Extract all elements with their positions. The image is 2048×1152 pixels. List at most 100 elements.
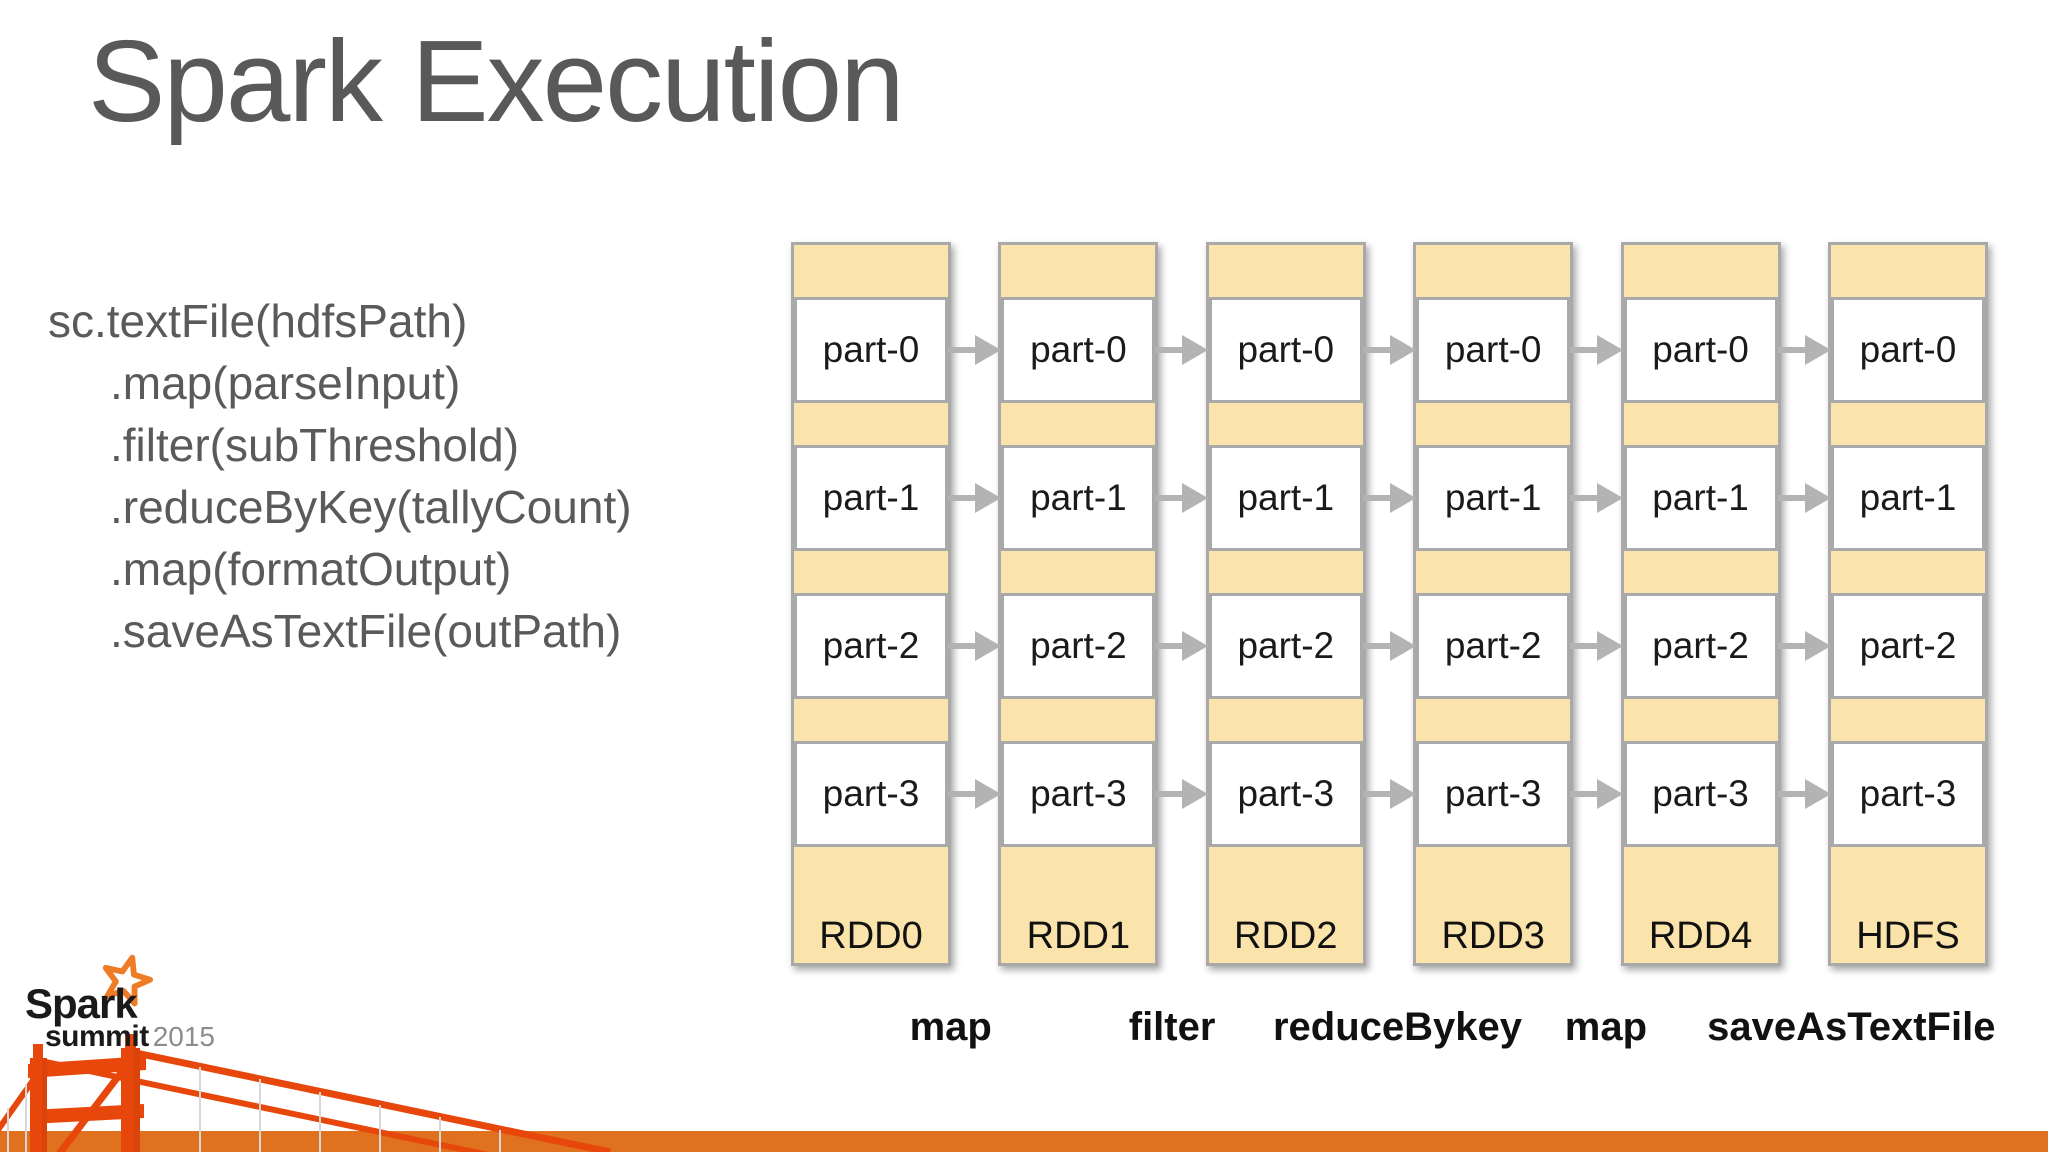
- logo-sub-text: summit: [45, 1020, 149, 1053]
- code-line: .filter(subThreshold): [110, 419, 520, 471]
- transformation-label: saveAsTextFile: [1707, 1005, 1996, 1049]
- column-spacer: [1416, 245, 1570, 297]
- column-footer: RDD2: [1209, 847, 1363, 963]
- rdd-column: part-0 part-1 part-2 part-3 RDD2: [1205, 242, 1366, 966]
- column-spacer: [1001, 403, 1155, 445]
- column-spacer: [1831, 245, 1985, 297]
- flow-arrow-icon: [948, 483, 1001, 513]
- partition-box: part-1: [1623, 445, 1778, 551]
- column-footer: HDFS: [1831, 847, 1985, 963]
- rdd-column-label: RDD4: [1648, 915, 1753, 957]
- column-footer: RDD4: [1624, 847, 1778, 963]
- column-spacer: [1831, 551, 1985, 593]
- partition-box: part-1: [1001, 445, 1156, 551]
- code-line: .map(formatOutput): [110, 543, 512, 595]
- code-line: .map(parseInput): [110, 357, 461, 409]
- partition-box: part-0: [1001, 297, 1156, 403]
- golden-gate-bridge-icon: [0, 1034, 611, 1152]
- column-spacer: [1831, 403, 1985, 445]
- partition-box: part-1: [1416, 445, 1571, 551]
- partition-box: part-0: [1830, 297, 1985, 403]
- partition-box: part-2: [1416, 593, 1571, 699]
- partition-box: part-0: [1416, 297, 1571, 403]
- column-footer: RDD1: [1001, 847, 1155, 963]
- code-line: sc.textFile(hdfsPath): [48, 295, 468, 347]
- flow-arrow-icon: [1777, 631, 1831, 661]
- column-spacer: [1001, 551, 1155, 593]
- flow-arrow-icon: [1777, 779, 1831, 809]
- flow-arrow-icon: [1362, 335, 1416, 365]
- partition-box: part-3: [1623, 741, 1778, 847]
- rdd-column-label: RDD0: [819, 915, 923, 957]
- column-spacer: [1831, 699, 1985, 741]
- flow-arrow-icon: [1777, 335, 1831, 365]
- column-spacer: [1209, 699, 1363, 741]
- partition-box: part-3: [794, 741, 948, 847]
- partition-box: part-1: [794, 445, 948, 551]
- column-spacer: [794, 551, 948, 593]
- partition-box: part-3: [1830, 741, 1985, 847]
- partition-box: part-2: [1830, 593, 1985, 699]
- flow-arrow-icon: [1155, 335, 1209, 365]
- code-line: .saveAsTextFile(outPath): [110, 605, 622, 657]
- column-spacer: [1624, 245, 1778, 297]
- flow-arrow-icon: [1362, 779, 1416, 809]
- partition-box: part-0: [1623, 297, 1778, 403]
- column-spacer: [794, 245, 948, 297]
- partition-box: part-2: [1208, 593, 1363, 699]
- column-spacer: [1624, 699, 1778, 741]
- partition-box: part-1: [1208, 445, 1363, 551]
- slide-title: Spark Execution: [88, 16, 905, 146]
- logo-year-text: 2015: [152, 1021, 215, 1052]
- column-spacer: [1209, 245, 1363, 297]
- logo-brand-text: Spark: [25, 980, 138, 1027]
- column-spacer: [1209, 551, 1363, 593]
- column-spacer: [794, 699, 948, 741]
- rdd-column-label: RDD1: [1026, 915, 1131, 957]
- partition-box: part-0: [794, 297, 948, 403]
- flow-arrow-icon: [948, 779, 1001, 809]
- star-icon: [102, 954, 154, 1007]
- transformation-label: filter: [1128, 1005, 1216, 1049]
- flow-arrow-icon: [1570, 335, 1624, 365]
- partition-box: part-2: [794, 593, 948, 699]
- flow-arrow-icon: [1155, 483, 1209, 513]
- bottom-bar: [0, 1131, 2048, 1152]
- column-spacer: [1209, 403, 1363, 445]
- transformation-label: reduceBykey: [1272, 1005, 1523, 1049]
- flow-arrow-icon: [948, 335, 1001, 365]
- column-footer: RDD0: [794, 847, 948, 963]
- flow-arrow-icon: [1570, 779, 1624, 809]
- flow-arrow-icon: [1155, 631, 1209, 661]
- column-footer: RDD3: [1416, 847, 1570, 963]
- flow-arrow-icon: [1362, 631, 1416, 661]
- flow-arrow-icon: [948, 631, 1001, 661]
- transformation-label: map: [1564, 1005, 1648, 1049]
- partition-box: part-2: [1001, 593, 1156, 699]
- partition-box: part-3: [1001, 741, 1156, 847]
- column-spacer: [1416, 403, 1570, 445]
- partition-box: part-0: [1208, 297, 1363, 403]
- column-spacer: [1416, 699, 1570, 741]
- rdd-column: part-0 part-1 part-2 part-3 RDD1: [998, 242, 1159, 966]
- rdd-column-label: HDFS: [1856, 915, 1960, 957]
- column-spacer: [1624, 403, 1778, 445]
- column-spacer: [1001, 699, 1155, 741]
- rdd-column: part-0 part-1 part-2 part-3 RDD0: [791, 242, 951, 966]
- flow-arrow-icon: [1777, 483, 1831, 513]
- rdd-column-label: RDD3: [1441, 915, 1545, 957]
- flow-arrow-icon: [1362, 483, 1416, 513]
- column-spacer: [1624, 551, 1778, 593]
- column-spacer: [1001, 245, 1155, 297]
- column-spacer: [1416, 551, 1570, 593]
- partition-box: part-1: [1830, 445, 1985, 551]
- flow-arrow-icon: [1155, 779, 1209, 809]
- partition-box: part-3: [1208, 741, 1363, 847]
